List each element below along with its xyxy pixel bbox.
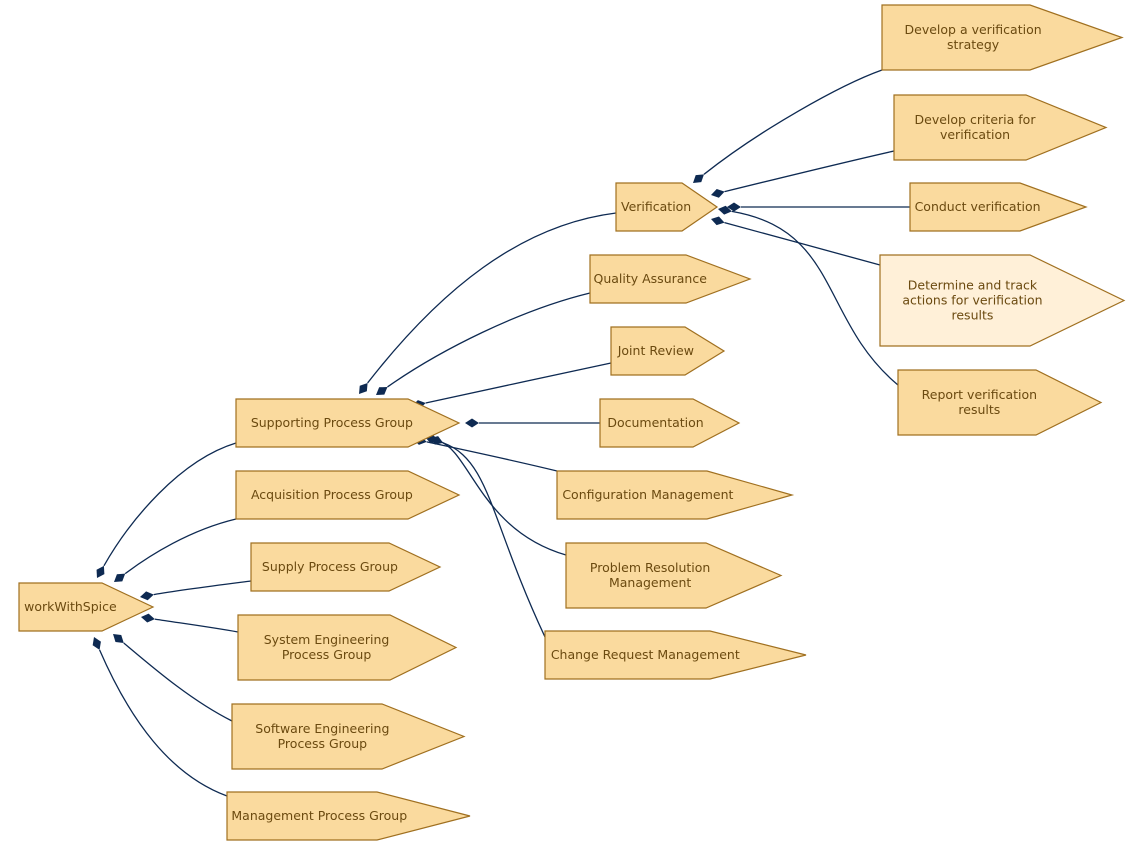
- edge-workWithSpice-to-supply: [153, 580, 252, 596]
- edge-workWithSpice-to-sysEng: [154, 618, 239, 633]
- node-acquisition-shape: [235, 470, 461, 520]
- edge-workWithSpice-to-acquisition: [124, 518, 237, 575]
- composition-diamond-supporting-to-verification: [359, 382, 368, 394]
- edge-supporting-to-configMgmt: [426, 441, 558, 472]
- node-supporting[interactable]: Supporting Process Group: [235, 398, 461, 448]
- node-documentation-label-line-0: Documentation: [607, 415, 703, 430]
- edges: [92, 69, 910, 797]
- node-problemRes-shape: [565, 542, 783, 609]
- node-verification-label-line-0: Verification: [621, 199, 691, 214]
- composition-diamond-workWithSpice-to-swEng: [113, 634, 124, 643]
- node-jointReview[interactable]: Joint Review: [610, 326, 726, 376]
- edge-workWithSpice-to-swEng: [123, 642, 233, 722]
- node-devStrategy-shape: [881, 4, 1124, 71]
- composition-diamond-verification-to-devStrategy: [693, 174, 704, 183]
- node-qa[interactable]: Quality Assurance: [589, 254, 752, 304]
- node-problemRes-label-line-0: Problem Resolution: [590, 560, 710, 575]
- node-reportVer-shape: [897, 369, 1103, 436]
- edge-supporting-to-qa: [387, 292, 591, 388]
- node-supply[interactable]: Supply Process Group: [250, 542, 442, 592]
- node-reportVer-label-line-1: results: [958, 402, 1000, 417]
- node-changeReq[interactable]: Change Request Management: [544, 630, 807, 680]
- composition-diamond-supporting-to-qa: [376, 386, 388, 395]
- node-verification-shape: [615, 182, 719, 232]
- node-devCriteria-label-line-1: verification: [940, 127, 1010, 142]
- node-jointReview-shape: [610, 326, 726, 376]
- node-sysEng-label-line-1: Process Group: [282, 647, 372, 662]
- composition-diamond-workWithSpice-to-acquisition: [114, 573, 126, 582]
- composition-diamond-verification-to-conductVer: [727, 202, 741, 212]
- edge-verification-to-devStrategy: [703, 69, 883, 175]
- node-mgmt[interactable]: Management Process Group: [226, 791, 471, 841]
- node-swEng-shape: [231, 703, 466, 770]
- node-problemRes-label-line-1: Management: [609, 575, 691, 590]
- node-mgmt-label-line-0: Management Process Group: [231, 808, 407, 823]
- node-configMgmt-label-line-0: Configuration Management: [562, 487, 733, 502]
- node-conductVer-label-line-0: Conduct verification: [915, 199, 1041, 214]
- node-supporting-shape: [235, 398, 461, 448]
- composition-diamond-workWithSpice-to-sysEng: [141, 613, 155, 623]
- node-documentation-shape: [599, 398, 741, 448]
- edge-supporting-to-problemRes: [438, 440, 567, 556]
- node-qa-shape: [589, 254, 752, 304]
- composition-diamond-verification-to-devCriteria: [711, 188, 725, 198]
- node-determineTrack-shape: [879, 254, 1126, 347]
- edge-verification-to-determineTrack: [724, 222, 881, 266]
- node-conductVer[interactable]: Conduct verification: [909, 182, 1088, 232]
- node-documentation[interactable]: Documentation: [599, 398, 741, 448]
- composition-diamond-workWithSpice-to-mgmt: [92, 637, 101, 650]
- edge-verification-to-devCriteria: [724, 150, 895, 193]
- node-changeReq-shape: [544, 630, 807, 680]
- node-swEng-label-line-0: Software Engineering: [255, 721, 389, 736]
- node-acquisition[interactable]: Acquisition Process Group: [235, 470, 461, 520]
- node-reportVer-label-line-0: Report verification: [922, 387, 1037, 402]
- node-acquisition-label-line-0: Acquisition Process Group: [251, 487, 413, 502]
- edge-supporting-to-jointReview: [425, 362, 612, 404]
- composition-diamond-workWithSpice-to-supply: [140, 591, 154, 601]
- node-swEng-label-line-1: Process Group: [278, 736, 368, 751]
- node-supporting-label-line-0: Supporting Process Group: [251, 415, 413, 430]
- node-supply-shape: [250, 542, 442, 592]
- edge-verification-to-reportVer: [731, 210, 899, 386]
- edge-supporting-to-changeReq: [442, 442, 546, 638]
- node-verification[interactable]: Verification: [615, 182, 719, 232]
- node-jointReview-label-line-0: Joint Review: [617, 343, 694, 358]
- node-determineTrack-label-line-1: actions for verification: [902, 293, 1042, 308]
- node-changeReq-label-line-0: Change Request Management: [551, 647, 740, 662]
- node-sysEng-label-line-0: System Engineering: [264, 632, 390, 647]
- composition-diamond-verification-to-reportVer: [718, 205, 732, 215]
- node-workWithSpice[interactable]: workWithSpice: [18, 582, 155, 632]
- node-workWithSpice-label-line-0: workWithSpice: [24, 599, 117, 614]
- node-determineTrack-label-line-0: Determine and track: [908, 278, 1038, 293]
- edge-supporting-to-verification: [367, 212, 617, 384]
- composition-diamond-supporting-to-documentation: [465, 418, 479, 428]
- node-sysEng-shape: [237, 614, 458, 681]
- node-devCriteria-label-line-0: Develop criteria for: [915, 112, 1037, 127]
- node-configMgmt-shape: [556, 470, 795, 520]
- node-mgmt-shape: [226, 791, 471, 841]
- node-conductVer-shape: [909, 182, 1088, 232]
- node-determineTrack-label-line-2: results: [952, 308, 994, 323]
- composition-diamond-verification-to-determineTrack: [711, 216, 725, 226]
- composition-diamond-workWithSpice-to-supporting: [96, 565, 105, 578]
- node-workWithSpice-shape: [18, 582, 155, 632]
- node-qa-label-line-0: Quality Assurance: [593, 271, 707, 286]
- node-devStrategy-label-line-0: Develop a verification: [905, 22, 1042, 37]
- edge-workWithSpice-to-supporting: [103, 442, 237, 567]
- node-devStrategy-label-line-1: strategy: [947, 37, 1000, 52]
- node-configMgmt[interactable]: Configuration Management: [556, 470, 795, 520]
- node-supply-label-line-0: Supply Process Group: [262, 559, 398, 574]
- nodes: workWithSpice Supporting Process GroupAcq…: [18, 4, 1126, 841]
- node-devCriteria-shape: [893, 94, 1108, 161]
- edge-workWithSpice-to-mgmt: [98, 649, 228, 797]
- composition-diamond-supporting-to-changeReq: [430, 436, 444, 445]
